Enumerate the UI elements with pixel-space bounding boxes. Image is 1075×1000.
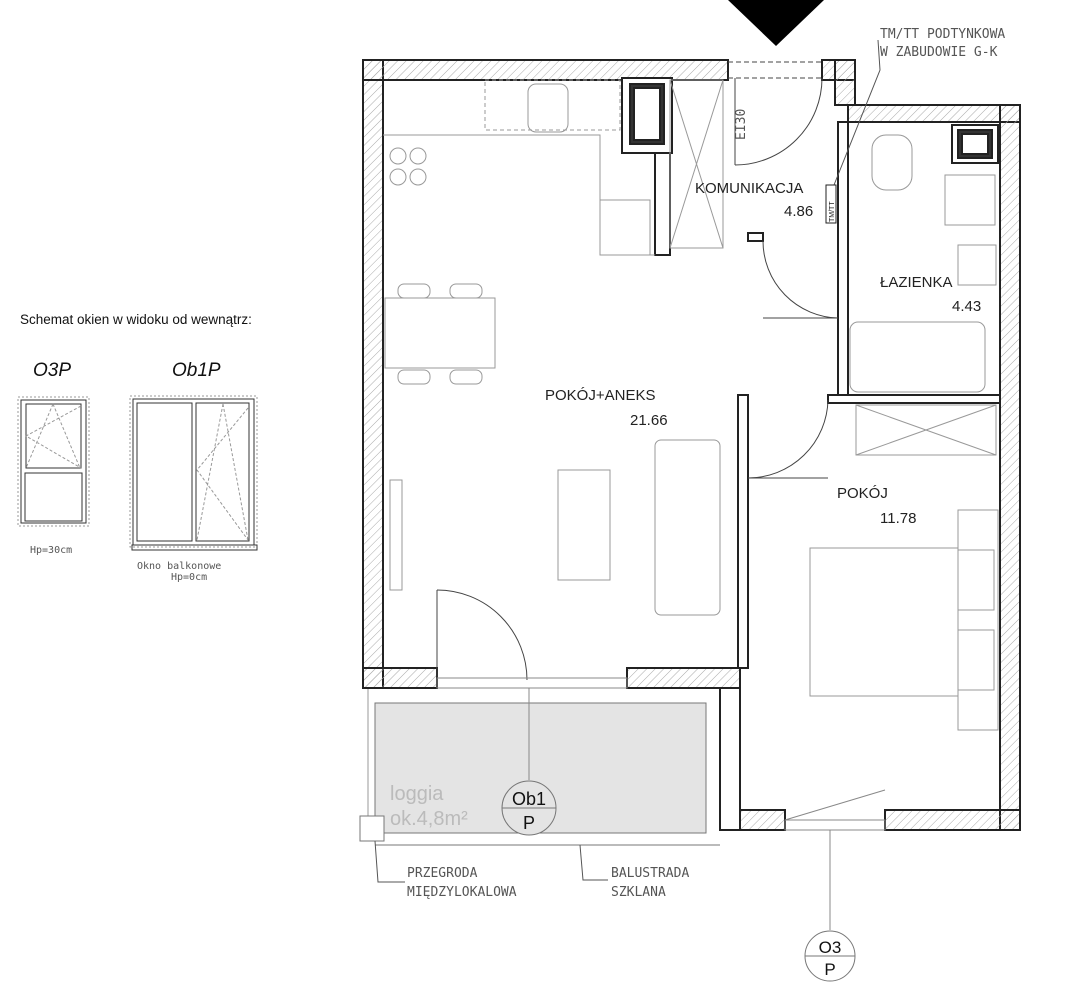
doors [436, 61, 886, 831]
bedroom-furniture [809, 404, 999, 731]
legend-heading: Schemat okien w widoku od wewnątrz: [20, 312, 252, 327]
loggia-label: loggia [390, 783, 444, 805]
svg-text:O3: O3 [819, 938, 842, 957]
annotation-tm-1: TM/TT PODTYNKOWA [880, 27, 1005, 42]
room-name-lazienka: ŁAZIENKA [880, 274, 953, 291]
room-area-lazienka: 4.43 [952, 298, 981, 315]
window-diagram-o3p [17, 396, 90, 527]
window-note-o3p: Hp=30cm [30, 545, 72, 556]
svg-text:Ob1: Ob1 [512, 789, 546, 809]
railing-label-1: BALUSTRADA [611, 866, 689, 881]
room-area-pokoj: 11.78 [880, 510, 916, 527]
room-area-komunikacja: 4.86 [784, 203, 813, 220]
annotation-tm-2: W ZABUDOWIE G-K [880, 45, 998, 60]
door-label-ei30: EI30 [734, 109, 749, 140]
partition-label-1: PRZEGRODA [407, 866, 478, 881]
window-code-o3p: O3P [33, 360, 71, 381]
tm-box-label: TM/TT [829, 201, 836, 222]
window-note-ob1p-1: Okno balkonowe [137, 561, 221, 572]
partition-post [359, 815, 385, 842]
loggia-area-label: ok.4,8m² [390, 808, 468, 830]
tm-box [825, 184, 837, 224]
partition-label-2: MIĘDZYLOKALOWA [407, 885, 517, 900]
window-diagram-ob1p [129, 395, 258, 551]
walls [362, 59, 1021, 831]
window-tag-o3p: O3 P [804, 930, 856, 982]
svg-text:P: P [824, 960, 835, 979]
window-tag-ob1p: Ob1 P [501, 780, 557, 836]
entrance-arrow-icon [728, 0, 824, 46]
kitchen [383, 79, 721, 616]
room-name-pokoj: POKÓJ [837, 485, 888, 502]
bathroom-fixtures [849, 134, 997, 393]
room-area-pokoj-aneks: 21.66 [630, 412, 668, 429]
room-name-komunikacja: KOMUNIKACJA [695, 180, 803, 197]
window-note-ob1p-2: Hp=0cm [171, 572, 207, 583]
ventilation-shaft [621, 77, 999, 164]
svg-text:P: P [523, 813, 535, 833]
room-name-pokoj-aneks: POKÓJ+ANEKS [545, 387, 655, 404]
railing-label-2: SZKLANA [611, 885, 666, 900]
window-code-ob1p: Ob1P [172, 360, 221, 381]
